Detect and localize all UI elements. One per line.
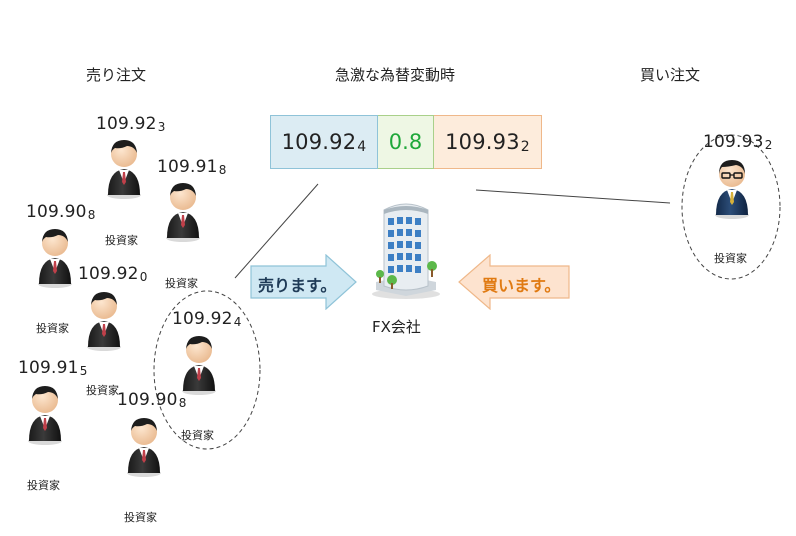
investor-icon: [178, 333, 220, 395]
investor-price: 109.915: [18, 358, 88, 378]
investor-icon: [162, 180, 204, 242]
investor-label: 投資家: [27, 479, 60, 492]
building-icon: [372, 203, 440, 299]
investor-price: 109.923: [96, 114, 166, 134]
bid-price-box: 109.924: [270, 115, 378, 169]
investor-icon: [123, 415, 165, 477]
investor-label: 投資家: [86, 384, 119, 397]
investor-price: 109.908: [26, 202, 96, 222]
company-label: FX会社: [372, 318, 421, 336]
ask-price-last-digit: 2: [520, 139, 530, 155]
investor-price: 109.908: [117, 390, 187, 410]
heading-buy-orders: 買い注文: [640, 66, 701, 84]
investor-label: 投資家: [181, 429, 214, 442]
investor-price: 109.920: [78, 264, 148, 284]
ask-price: 109.93: [445, 130, 520, 154]
highlight-circle-right: [681, 134, 781, 280]
investor-glasses-icon: [711, 157, 753, 219]
buy-arrow-label: 買います。: [482, 276, 561, 295]
bid-price-last-digit: 4: [357, 139, 367, 155]
spread-value: 0.8: [388, 130, 423, 154]
investor-icon: [34, 226, 76, 288]
spread-box: 0.8: [378, 115, 434, 169]
investor-label: 投資家: [714, 252, 747, 265]
ask-price-box: 109.932: [434, 115, 542, 169]
highlight-circle-left: [153, 290, 261, 450]
investor-label: 投資家: [36, 322, 69, 335]
investor-label: 投資家: [165, 277, 198, 290]
heading-sell-orders: 売り注文: [86, 66, 147, 84]
investor-price: 109.918: [157, 157, 227, 177]
investor-label: 投資家: [105, 234, 138, 247]
investor-price-highlighted: 109.924: [172, 309, 242, 329]
buy-arrow: [458, 254, 570, 310]
sell-arrow-label: 売ります。: [258, 276, 337, 295]
investor-price-right: 109.932: [703, 132, 773, 152]
connector-line-right: [475, 189, 671, 204]
investor-icon: [83, 289, 125, 351]
heading-rapid-change: 急激な為替変動時: [335, 66, 456, 84]
investor-label: 投資家: [124, 511, 157, 524]
investor-icon: [103, 137, 145, 199]
investor-icon: [24, 383, 66, 445]
sell-arrow: [250, 254, 357, 310]
connector-line-left: [234, 183, 319, 279]
bid-price: 109.92: [281, 130, 357, 154]
